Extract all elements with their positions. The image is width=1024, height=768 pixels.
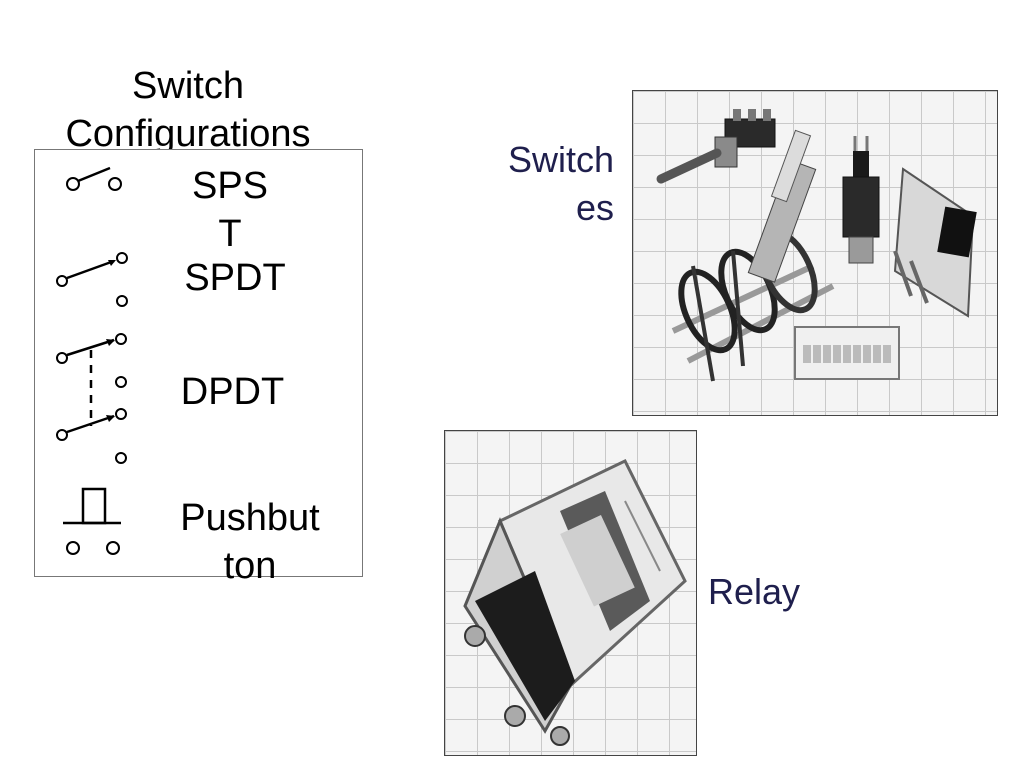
dpdt-blade-2: [66, 414, 115, 434]
switches-photo: [632, 90, 998, 416]
dpdt-common-contact-1: [56, 352, 68, 364]
spst-contact-right: [108, 177, 122, 191]
spdt-common-contact: [56, 275, 68, 287]
pushbutton-cap: [81, 487, 107, 525]
spst-blade: [77, 166, 111, 183]
slide-switch-image: [893, 167, 977, 318]
dpdt-label: DPDT: [180, 371, 285, 413]
dpdt-lower-contact-1: [115, 376, 127, 388]
pushbutton-symbol: [63, 487, 121, 555]
relay-photo: [444, 430, 697, 756]
slide-title: Switch Configurations: [65, 65, 311, 154]
dpdt-upper-contact-2: [115, 408, 127, 420]
dpdt-common-contact-2: [56, 429, 68, 441]
spst-label: SPS T: [191, 165, 269, 255]
pushbutton-contact-right: [106, 541, 120, 555]
rotary-switch-image: [671, 129, 835, 382]
relay-image: [463, 459, 687, 746]
pushbutton-image: [842, 136, 880, 264]
dpdt-blade-1: [66, 338, 115, 357]
spdt-lower-contact: [116, 295, 128, 307]
spdt-blade: [66, 259, 115, 280]
switch-configurations-box: [34, 149, 363, 577]
dpdt-lower-contact-2: [115, 452, 127, 464]
spdt-label: SPDT: [184, 257, 286, 299]
relay-caption: Relay: [708, 571, 801, 612]
pushbutton-contact-left: [66, 541, 80, 555]
spdt-symbol: [56, 252, 128, 307]
pushbutton-label: Pushbut ton: [180, 497, 320, 587]
dpdt-symbol: [56, 333, 127, 464]
spdt-upper-contact: [116, 252, 128, 264]
switches-caption: Switch es: [507, 139, 614, 228]
toggle-switch-image: [656, 109, 776, 184]
dpdt-upper-contact-1: [115, 333, 127, 345]
dip-switch-image: [794, 326, 900, 380]
spst-contact-left: [66, 177, 80, 191]
spst-symbol: [66, 166, 122, 191]
